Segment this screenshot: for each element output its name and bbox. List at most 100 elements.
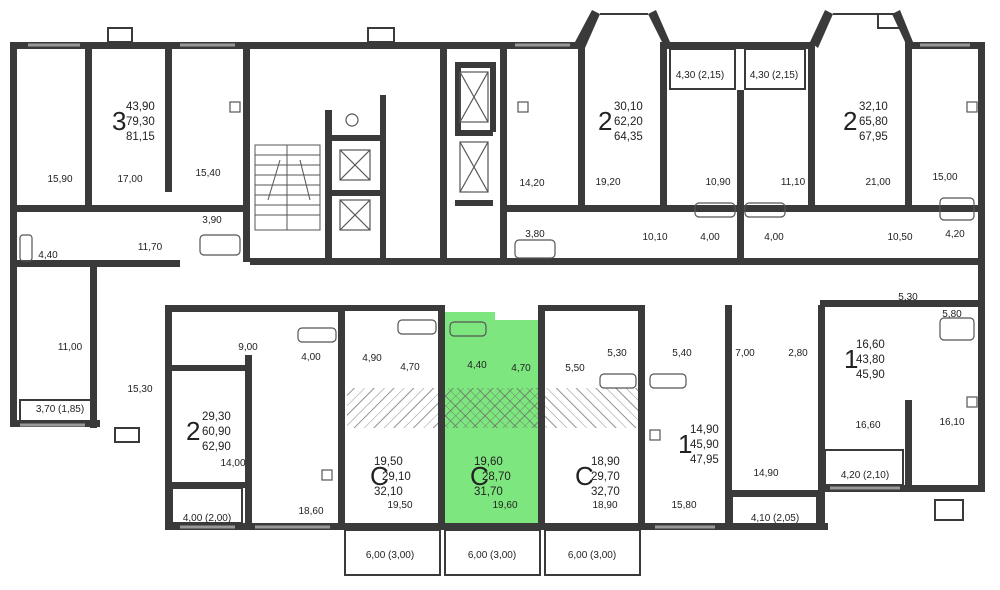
hatched-zone-left bbox=[347, 388, 445, 428]
svg-text:43,80: 43,80 bbox=[856, 354, 885, 366]
room-area-label: 3,80 bbox=[525, 229, 545, 240]
room-area-label: 21,00 bbox=[865, 177, 890, 188]
room-area-label: 11,70 bbox=[138, 242, 163, 253]
room-area-label: 19,20 bbox=[595, 177, 620, 188]
room-area-label: 15,90 bbox=[47, 174, 72, 185]
svg-text:1: 1 bbox=[844, 344, 858, 374]
room-area-label: 4,00 (2,00) bbox=[183, 513, 231, 524]
apt-info-a4[interactable]: 2 29,30 60,90 62,90 bbox=[186, 411, 231, 453]
svg-text:79,30: 79,30 bbox=[126, 116, 155, 128]
apt-info-a8[interactable]: 1 14,90 45,90 47,95 bbox=[678, 424, 719, 466]
room-area-label: 15,80 bbox=[671, 500, 696, 511]
room-area-label: 3,70 (1,85) bbox=[36, 404, 84, 415]
room-area-label: 10,90 bbox=[705, 177, 730, 188]
room-area-label: 4,20 bbox=[945, 229, 965, 240]
room-area-label: 4,30 (2,15) bbox=[676, 70, 724, 81]
svg-text:29,70: 29,70 bbox=[591, 471, 620, 483]
svg-text:62,20: 62,20 bbox=[614, 116, 643, 128]
svg-text:47,95: 47,95 bbox=[690, 454, 719, 466]
room-area-label: 4,70 bbox=[511, 363, 531, 374]
room-area-label: 11,10 bbox=[781, 177, 806, 188]
svg-text:3: 3 bbox=[112, 106, 126, 136]
room-area-label: 6,00 (3,00) bbox=[568, 550, 616, 561]
room-area-label: 5,30 bbox=[898, 292, 918, 303]
room-area-label: 4,10 (2,05) bbox=[751, 513, 799, 524]
svg-text:29,30: 29,30 bbox=[202, 411, 231, 423]
svg-text:19,50: 19,50 bbox=[374, 456, 403, 468]
svg-text:С: С bbox=[575, 461, 594, 491]
room-area-label: 4,40 bbox=[467, 360, 487, 371]
svg-text:45,90: 45,90 bbox=[856, 369, 885, 381]
room-area-label: 15,30 bbox=[127, 384, 152, 395]
room-area-label: 10,50 bbox=[887, 232, 912, 243]
room-area-label: 7,00 bbox=[735, 348, 755, 359]
svg-text:2: 2 bbox=[843, 106, 857, 136]
room-area-label: 19,50 bbox=[387, 500, 412, 511]
apt-info-a3[interactable]: 2 32,10 65,80 67,95 bbox=[843, 101, 888, 143]
svg-text:65,80: 65,80 bbox=[859, 116, 888, 128]
svg-text:81,15: 81,15 bbox=[126, 131, 155, 143]
outer-walls bbox=[10, 10, 985, 576]
room-area-label: 15,40 bbox=[195, 168, 220, 179]
room-area-label: 5,50 bbox=[565, 363, 585, 374]
elevators bbox=[339, 71, 489, 231]
svg-text:62,90: 62,90 bbox=[202, 441, 231, 453]
svg-text:32,70: 32,70 bbox=[591, 486, 620, 498]
room-area-label: 9,00 bbox=[238, 342, 258, 353]
room-area-label: 4,00 bbox=[764, 232, 784, 243]
svg-text:2: 2 bbox=[598, 106, 612, 136]
apt-info-a5[interactable]: С 19,50 29,10 32,10 bbox=[370, 456, 411, 498]
room-area-label: 17,00 bbox=[117, 174, 142, 185]
svg-text:С: С bbox=[470, 461, 489, 491]
room-area-label: 4,30 (2,15) bbox=[750, 70, 798, 81]
svg-text:29,10: 29,10 bbox=[382, 471, 411, 483]
room-area-label: 14,90 bbox=[753, 468, 778, 479]
svg-text:30,10: 30,10 bbox=[614, 101, 643, 113]
svg-text:67,95: 67,95 bbox=[859, 131, 888, 143]
room-area-label: 4,40 bbox=[38, 250, 58, 261]
hatched-zone-right bbox=[545, 388, 640, 428]
apt-info-a1[interactable]: 3 43,90 79,30 81,15 bbox=[112, 101, 155, 143]
apt-info-a9[interactable]: 1 16,60 43,80 45,90 bbox=[844, 339, 885, 381]
room-area-label: 10,10 bbox=[642, 232, 667, 243]
room-area-label: 4,90 bbox=[362, 353, 382, 364]
svg-text:31,70: 31,70 bbox=[474, 486, 503, 498]
apt-info-a7[interactable]: С 18,90 29,70 32,70 bbox=[575, 456, 620, 498]
room-area-label: 14,20 bbox=[519, 178, 544, 189]
room-area-label: 18,60 bbox=[298, 506, 323, 517]
room-area-label: 5,40 bbox=[672, 348, 692, 359]
svg-text:60,90: 60,90 bbox=[202, 426, 231, 438]
svg-text:С: С bbox=[370, 461, 389, 491]
apt-info-a2[interactable]: 2 30,10 62,20 64,35 bbox=[598, 101, 643, 143]
svg-text:14,90: 14,90 bbox=[690, 424, 719, 436]
room-area-label: 16,10 bbox=[939, 417, 964, 428]
room-area-label: 11,00 bbox=[58, 342, 83, 353]
room-area-label: 15,00 bbox=[932, 172, 957, 183]
room-area-label: 18,90 bbox=[592, 500, 617, 511]
hatched-zone-center2 bbox=[445, 388, 545, 428]
svg-text:45,90: 45,90 bbox=[690, 439, 719, 451]
svg-text:16,60: 16,60 bbox=[856, 339, 885, 351]
svg-text:32,10: 32,10 bbox=[374, 486, 403, 498]
svg-text:32,10: 32,10 bbox=[859, 101, 888, 113]
svg-text:28,70: 28,70 bbox=[482, 471, 511, 483]
room-area-label: 6,00 (3,00) bbox=[366, 550, 414, 561]
svg-text:1: 1 bbox=[678, 429, 692, 459]
room-area-label: 4,00 bbox=[301, 352, 321, 363]
svg-text:64,35: 64,35 bbox=[614, 131, 643, 143]
svg-text:43,90: 43,90 bbox=[126, 101, 155, 113]
room-area-label: 2,80 bbox=[788, 348, 808, 359]
svg-text:2: 2 bbox=[186, 416, 200, 446]
room-area-label: 14,00 bbox=[220, 458, 245, 469]
room-area-label: 4,20 (2,10) bbox=[841, 470, 889, 481]
apt-info-a6[interactable]: С 19,60 28,70 31,70 bbox=[470, 456, 511, 498]
room-area-label: 16,60 bbox=[855, 420, 880, 431]
room-area-label: 3,90 bbox=[202, 215, 222, 226]
room-area-label: 5,80 bbox=[942, 309, 962, 320]
svg-text:19,60: 19,60 bbox=[474, 456, 503, 468]
room-area-label: 4,00 bbox=[700, 232, 720, 243]
bath-fixtures bbox=[19, 101, 978, 481]
apartment-info: 3 43,90 79,30 81,15 2 30,10 62,20 64,35 … bbox=[112, 101, 888, 498]
room-area-label: 6,00 (3,00) bbox=[468, 550, 516, 561]
